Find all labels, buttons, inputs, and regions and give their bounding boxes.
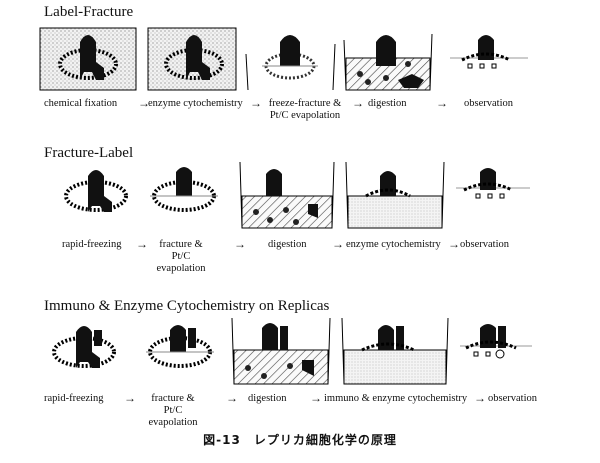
step-chemical-fixation: chemical fixation — [44, 98, 118, 109]
container-3 — [239, 162, 335, 229]
step-rapid-freezing: rapid-freezing — [62, 239, 122, 250]
step-fracture-text: fracture & Pt/C evapolation — [156, 239, 206, 274]
container-5 — [450, 35, 528, 69]
step-digestion-2: digestion — [268, 239, 307, 250]
step-fracture-3-text: fracture & Pt/C evapolation — [148, 393, 198, 428]
arrow-7: → — [332, 237, 344, 251]
container-1 — [39, 27, 137, 91]
section-title-fracture-label: Fracture-Label — [44, 145, 134, 161]
step-observation-2: observation — [460, 239, 509, 250]
container-1 — [52, 326, 116, 368]
arrow-5: → — [136, 237, 148, 251]
arrow-1: → — [138, 96, 150, 110]
container-4 — [343, 33, 433, 91]
container-5 — [456, 168, 530, 199]
step-freeze-fracture: freeze-fracture & Pt/C evapolation — [262, 98, 348, 122]
step-enzyme-cytochemistry-2: enzyme cytochemistry — [346, 239, 441, 250]
row-immuno-illustrations — [52, 317, 532, 385]
section-title-label-fracture: Label-Fracture — [44, 4, 134, 20]
arrow-12: → — [474, 391, 486, 405]
arrow-6: → — [234, 237, 246, 251]
step-enzyme-cytochemistry: enzyme cytochemistry — [148, 98, 243, 109]
arrow-3: → — [352, 96, 364, 110]
step-observation: observation — [464, 98, 513, 109]
arrow-4: → — [436, 96, 448, 110]
container-1 — [64, 170, 128, 212]
arrow-9: → — [124, 391, 136, 405]
step-immuno-enzyme: immuno & enzyme cytochemistry — [324, 393, 468, 404]
container-2 — [147, 27, 237, 91]
container-3 — [245, 35, 336, 91]
step-digestion: digestion — [368, 98, 407, 109]
step-fracture: fracture & Pt/C evapolation — [146, 239, 216, 275]
step-digestion-3: digestion — [248, 393, 287, 404]
arrow-10: → — [226, 391, 238, 405]
container-4 — [345, 162, 445, 229]
arrow-11: → — [310, 391, 322, 405]
container-2 — [146, 325, 214, 368]
step-observation-3: observation — [488, 393, 537, 404]
step-rapid-freezing-3: rapid-freezing — [44, 393, 104, 404]
row-fracture-label-illustrations — [64, 162, 530, 229]
container-2 — [150, 167, 218, 212]
section-title-immuno-enzyme: Immuno & Enzyme Cytochemistry on Replica… — [44, 298, 330, 314]
container-5 — [460, 324, 532, 359]
container-3 — [231, 317, 331, 385]
arrow-2: → — [250, 96, 262, 110]
figure-caption: 図-13 レプリカ細胞化学の原理 — [203, 433, 397, 447]
container-4 — [341, 317, 449, 385]
row-label-fracture-illustrations — [39, 27, 528, 91]
step-fracture-3: fracture & Pt/C evapolation — [138, 393, 208, 429]
step-freeze-fracture-text: freeze-fracture & Pt/C evapolation — [268, 98, 342, 121]
arrow-8: → — [448, 237, 460, 251]
